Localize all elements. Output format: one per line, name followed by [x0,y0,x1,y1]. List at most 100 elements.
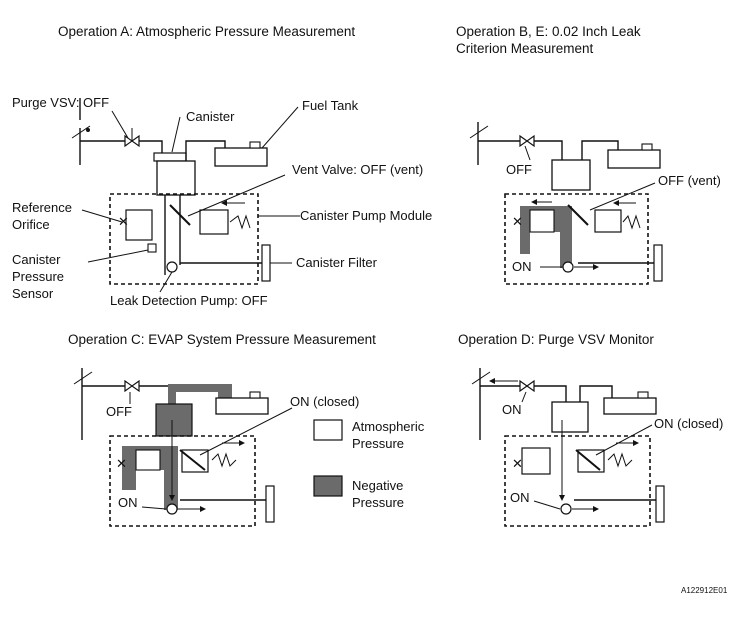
fuel-tank-cap [249,141,261,149]
tank-line [579,385,613,402]
fuel-tank-icon [215,397,269,415]
label-vent: OFF (vent) [658,173,721,188]
label-vent: ON (closed) [654,416,723,431]
module-chamber [529,209,555,233]
leak-pump-icon [560,503,572,515]
throttle-icon [471,371,491,385]
vent-valve-icon [575,449,601,471]
canister-filter-icon [261,244,271,282]
label-pump: ON [118,495,138,510]
tank-line [581,140,619,160]
vent-spring-icon [607,452,633,468]
leader-vent [589,182,656,211]
leader-vent [187,174,286,217]
label-vent: ON (closed) [290,394,359,409]
reference-orifice-icon: ✕ [118,214,129,229]
vent-spring-icon [211,452,237,468]
label-pump: ON [510,490,530,505]
label-fuel-tank: Fuel Tank [302,98,359,113]
vent-solenoid-icon [577,449,605,473]
canister-body [551,401,589,433]
panel-b-title-1: Operation B, E: 0.02 Inch Leak [456,24,641,39]
fuel-tank-icon [214,147,268,167]
throttle-pivot-icon [86,128,90,132]
legend-atmospheric-2: Pressure [352,436,404,451]
label-vent-valve: Vent Valve: OFF (vent) [292,162,423,177]
throttle-icon [73,371,93,385]
canister-filter-icon [265,485,275,523]
throttle-icon [71,125,91,139]
fuel-tank-icon [607,149,661,169]
panel-d-title: Operation D: Purge VSV Monitor [458,332,654,347]
leader-pump [141,506,167,510]
leak-pump-icon [166,503,178,515]
leak-pump-icon [166,261,178,273]
canister-filter-icon [655,485,665,523]
legend-negative-2: Pressure [352,495,404,510]
label-pump-module: Canister Pump Module [300,208,432,223]
canister-top [153,152,187,162]
module-chamber [135,449,161,471]
fuel-tank-cap [637,391,649,399]
pressure-sensor-icon [147,243,157,253]
label-sensor-3: Sensor [12,286,54,301]
purge-line [478,140,563,160]
label-reference-1: Reference [12,200,72,215]
panel-b-title-2: Criterion Measurement [456,41,594,56]
legend-negative-1: Negative [352,478,403,493]
legend-negative-swatch [313,475,343,497]
leader-sensor [87,249,149,263]
canister-pump-module-box [109,193,259,285]
canister-body [155,403,193,437]
module-passage [164,195,181,275]
purge-vsv-icon [519,379,535,393]
fuel-tank-cap [249,391,261,399]
module-chamber [521,447,551,475]
label-sensor-1: Canister [12,252,61,267]
leak-pump-icon [562,261,574,273]
vent-valve-icon [567,204,589,226]
legend-atmospheric-1: Atmospheric [352,419,425,434]
leader-pump [533,500,561,510]
purge-line [480,385,567,402]
reference-orifice-icon: ✕ [512,456,523,471]
leader-vsv [524,145,531,161]
label-pump: ON [512,259,532,274]
leader-vent [595,424,653,456]
vent-solenoid-icon [199,209,229,235]
label-vsv: OFF [506,162,532,177]
throttle-icon [469,125,489,139]
tank-line [185,140,226,161]
canister-pump-module-box [504,435,651,527]
canister-filter-icon [653,244,663,282]
panel-c: Operation C: EVAP System Pressure Measur… [68,332,376,527]
label-canister: Canister [186,109,235,124]
panel-a: Operation A: Atmospheric Pressure Measur… [12,24,432,308]
label-vsv: OFF [106,404,132,419]
legend: Atmospheric Pressure Negative Pressure [313,419,425,510]
vent-solenoid-icon [594,209,622,233]
fuel-tank-icon [603,397,657,415]
vent-valve-icon [179,449,206,471]
reference-orifice-icon: ✕ [116,456,127,471]
canister-pump-module-box [504,193,649,285]
fuel-tank-cap [641,143,653,151]
canister-pump-module-box [109,435,256,527]
reference-orifice-icon: ✕ [512,214,523,229]
vent-valve-icon [169,204,191,226]
label-sensor-2: Pressure [12,269,64,284]
purge-vsv-icon [519,134,535,148]
vent-spring-icon [622,214,641,230]
canister-body [551,159,591,191]
panel-d: Operation D: Purge VSV Monitor ✕ ON ON (… [458,332,723,527]
purge-vsv-icon [124,379,140,393]
vent-spring-icon [229,214,251,230]
label-canister-filter: Canister Filter [296,255,378,270]
negative-pressure-fill [168,384,232,404]
label-vsv: ON [502,402,522,417]
leader-purge [111,110,129,139]
figure-id: A122912E01 [681,586,728,595]
purge-line [80,140,163,155]
leader-vsv [521,391,527,403]
module-chamber [125,209,153,241]
